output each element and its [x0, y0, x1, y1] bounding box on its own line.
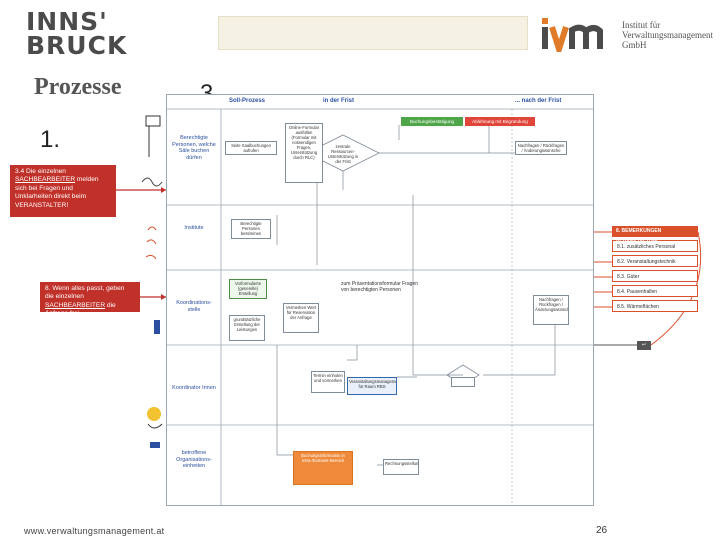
lane-label-koordinationsstelle: Koordinations-stelle [176, 300, 212, 313]
badge-ablehnung: Ablehnung mit Begründung [465, 117, 535, 126]
callout-release-request: 8. Wenn alles passt, geben die einzelnen… [40, 282, 140, 317]
callout-1-post: melden sich bei Fragen und Unklarheiten … [15, 176, 99, 209]
box-nachfragen-right: Nachfragen / Rückfragen / Änderungswünsc… [515, 141, 567, 155]
box-vorformulierte-erstellung: Vorformulierte (generelle) Erstellung [229, 279, 267, 299]
lane-label-berechtigte: Berechtigte Personen, welche Säle buchen… [172, 135, 216, 161]
box-freigabe [451, 377, 475, 387]
box-nachfragen: Nachfragen / Rückfragen / Änderungswünsc… [533, 295, 569, 325]
box-seite-saalbuchungen: Seite Saalbuchungen aufrufen [225, 141, 277, 155]
diagram-title: Soll-Prozess [229, 98, 266, 104]
column-in-frist: in der Frist [323, 98, 355, 104]
menu-item-waermeflaechen[interactable]: 8.5. Wärmeflächen [612, 300, 698, 312]
diagram-grid [167, 108, 593, 505]
logo-line-2: BRUCK [26, 31, 128, 60]
box-termin-einholen: Termin einholen und vormerken [311, 371, 345, 393]
page-number: 26 [596, 525, 608, 536]
back-button[interactable]: ↩ [637, 341, 651, 350]
veranstaltung-menu: 8. BEMERKUNGEN VERANSTALTUNG 8.1. zusätz… [612, 226, 698, 312]
box-online-formular: Online-Formular ausfüllen (Formular mit … [285, 123, 323, 183]
header-band [218, 16, 528, 50]
ivm-org-name: Institut für Verwaltungsmanagement GmbH [622, 20, 713, 50]
menu-item-personal[interactable]: 8.1. zusätzliches Personal [612, 240, 698, 252]
menu-item-gueter[interactable]: 8.3. Güter [612, 270, 698, 282]
ivm-org-line-2: Verwaltungsmanagement [622, 30, 713, 40]
menu-item-technik[interactable]: 8.2. Veranstaltungstechnik [612, 255, 698, 267]
box-veranstaltungsmanagement: Veranstaltungsmanagement für Raum RBS [347, 377, 397, 395]
innsbruck-logo: INNS' BRUCK [26, 7, 128, 60]
logo-line-1: INNS' [26, 7, 108, 36]
callout-2-underline: SACHBEARBEITER [45, 301, 106, 309]
column-nach-frist: ... nach der Frist [515, 98, 562, 104]
step-label-1: 1. [40, 126, 61, 153]
box-vermerken: Vermerken Wert für Reservation der Anfra… [283, 303, 319, 333]
swimlane-process-diagram: Soll-Prozess in der Frist ... nach der F… [166, 94, 594, 506]
callout-2-post: die Anfrage frei [45, 301, 116, 318]
callout-sachbearbeiter-contact: 3.4 Die einzelnen SACHBEARBEITER melden … [10, 165, 116, 217]
ivm-org-line-1: Institut für [622, 20, 661, 30]
page-title: Prozesse [34, 74, 122, 100]
callout-1-underline: SACHBEARBEITER [15, 176, 76, 184]
box-buchungsinformation: Buchungsinformation in Intra-/Extranet-B… [293, 451, 353, 485]
lane-label-organisationseinheiten: betroffene Organisations-einheiten [176, 450, 212, 469]
ivm-logo [542, 18, 603, 52]
decorative-figures [141, 115, 163, 448]
menu-item-pausenhallen[interactable]: 8.4. Pausenhallen [612, 285, 698, 297]
callout-1-pre: 3.4 Die einzelnen [15, 168, 66, 175]
badge-buchungsbestaetigung: Buchungsbestätigung [401, 117, 463, 126]
lane-label-koordinatoren: Koordinator Innen [172, 385, 216, 391]
ivm-org-line-3: GmbH [622, 40, 647, 50]
diagram-small-note: zum Präsentationsformular Fragen von ber… [341, 281, 418, 293]
footer-url[interactable]: www.verwaltungsmanagement.at [24, 526, 165, 536]
callout-2-pre: 8. Wenn alles passt, geben die einzelnen [45, 285, 125, 301]
box-grundsaetzliche-erstellung: grundsätzliche Erstellung der Leistungen [229, 315, 265, 341]
box-rechnungsstellung: Rechnungsstellung [383, 459, 419, 475]
box-zentrale-ressourcen: zentrale Ressourcen-Unterstützung in der… [327, 144, 359, 163]
box-berechtigte-personen: Berechtigte Personen bestimmen [231, 219, 271, 239]
lane-label-institute: Institute [184, 225, 204, 231]
menu-header: 8. BEMERKUNGEN VERANSTALTUNG [612, 226, 698, 245]
